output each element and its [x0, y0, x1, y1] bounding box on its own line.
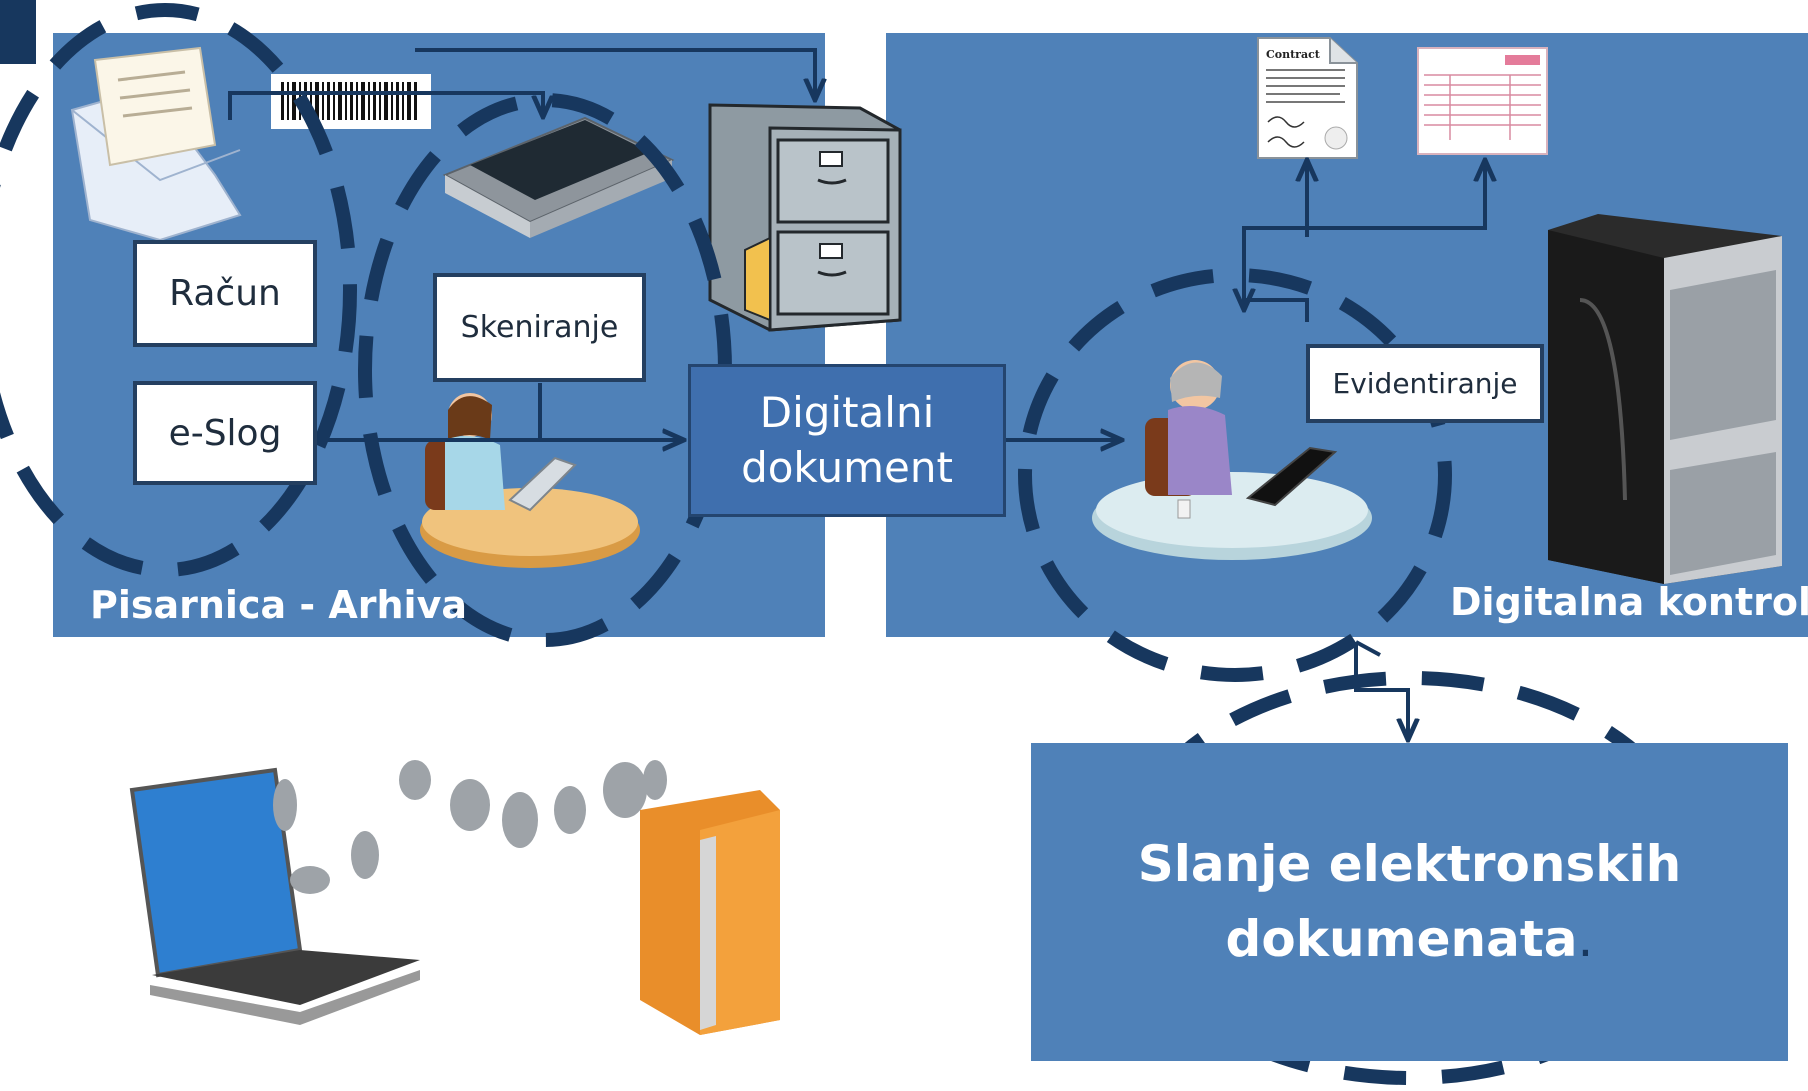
- racun-box: Račun: [133, 240, 317, 347]
- evidentiranje-label: Evidentiranje: [1332, 367, 1518, 400]
- sending-line1: Slanje elektronskih: [1137, 835, 1682, 893]
- flying-papers-icon: [273, 760, 667, 894]
- server-tower-icon: [1548, 214, 1782, 584]
- group-ellipse-input: [0, 3, 357, 577]
- panel-label-digitalna: Digitalna kontrola: [1450, 580, 1808, 624]
- group-ellipse-evidence: [1018, 268, 1452, 682]
- office-worker-icon: [1092, 360, 1372, 560]
- digital-document-line2: dokument: [741, 442, 953, 492]
- envelope-letter-icon: [70, 46, 242, 242]
- skeniranje-box: Skeniranje: [433, 273, 646, 382]
- contract-document-icon: Contract: [1257, 37, 1358, 159]
- eslog-box: e-Slog: [133, 381, 317, 485]
- contract-title: Contract: [1266, 48, 1321, 61]
- invoice-document-icon: [1417, 47, 1548, 155]
- evidentiranje-box: Evidentiranje: [1306, 344, 1544, 423]
- digital-document-line1: Digitalni: [759, 387, 935, 437]
- sending-line2: dokumenata: [1225, 910, 1578, 968]
- panel-label-pisarnica: Pisarnica - Arhiva: [90, 583, 467, 627]
- scanner-icon: [442, 116, 675, 238]
- laptop-icon: [129, 767, 420, 1025]
- sending-period: .: [1577, 910, 1594, 968]
- eslog-label: e-Slog: [168, 412, 282, 454]
- sending-box: Slanje elektronskih dokumenata.: [1031, 743, 1788, 1061]
- digital-document-box: Digitalni dokument: [688, 364, 1006, 517]
- racun-label: Račun: [169, 273, 281, 314]
- office-worker-icon: [420, 393, 640, 568]
- skeniranje-label: Skeniranje: [460, 310, 619, 345]
- folder-icon: [640, 790, 780, 1035]
- title-accent-bar: [0, 0, 36, 64]
- filing-cabinet-icon: [708, 103, 902, 332]
